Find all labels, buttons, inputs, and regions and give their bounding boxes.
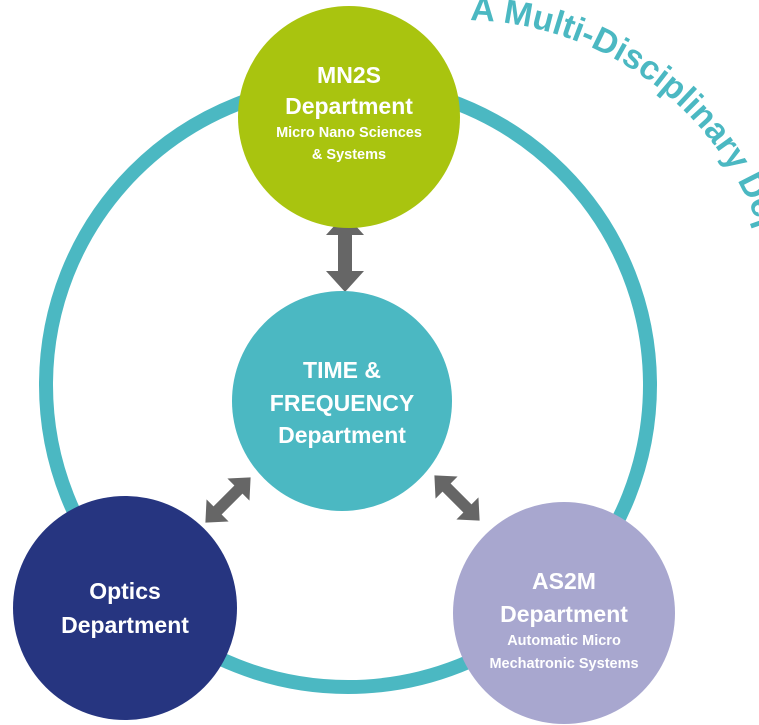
- double-arrow-icon-right: [423, 464, 491, 532]
- mn2s-title: MN2S: [317, 62, 381, 88]
- time-line-3: Department: [278, 422, 406, 448]
- as2m-node: AS2M Department Automatic Micro Mechatro…: [453, 502, 675, 724]
- as2m-desc-1: Automatic Micro: [507, 633, 621, 649]
- curved-title: A Multi-Disciplinary Department: [469, 0, 759, 364]
- mn2s-node: MN2S Department Micro Nano Sciences & Sy…: [238, 6, 460, 228]
- time-line-2: FREQUENCY: [270, 390, 414, 416]
- double-arrow-icon-left: [194, 466, 262, 534]
- optics-circle: [13, 496, 237, 720]
- as2m-desc-2: Mechatronic Systems: [489, 656, 638, 672]
- optics-line-1: Optics: [89, 578, 161, 604]
- as2m-circle: [453, 502, 675, 724]
- as2m-subtitle: Department: [500, 601, 628, 627]
- mn2s-subtitle: Department: [285, 93, 413, 119]
- mn2s-circle: [238, 6, 460, 228]
- optics-node: Optics Department: [13, 496, 237, 720]
- time-line-1: TIME &: [303, 357, 381, 383]
- time-frequency-circle: [232, 291, 452, 511]
- mn2s-desc-2: & Systems: [312, 147, 386, 163]
- optics-line-2: Department: [61, 612, 189, 638]
- time-frequency-node: TIME & FREQUENCY Department: [232, 291, 452, 511]
- mn2s-desc-1: Micro Nano Sciences: [276, 125, 422, 141]
- as2m-title: AS2M: [532, 568, 596, 594]
